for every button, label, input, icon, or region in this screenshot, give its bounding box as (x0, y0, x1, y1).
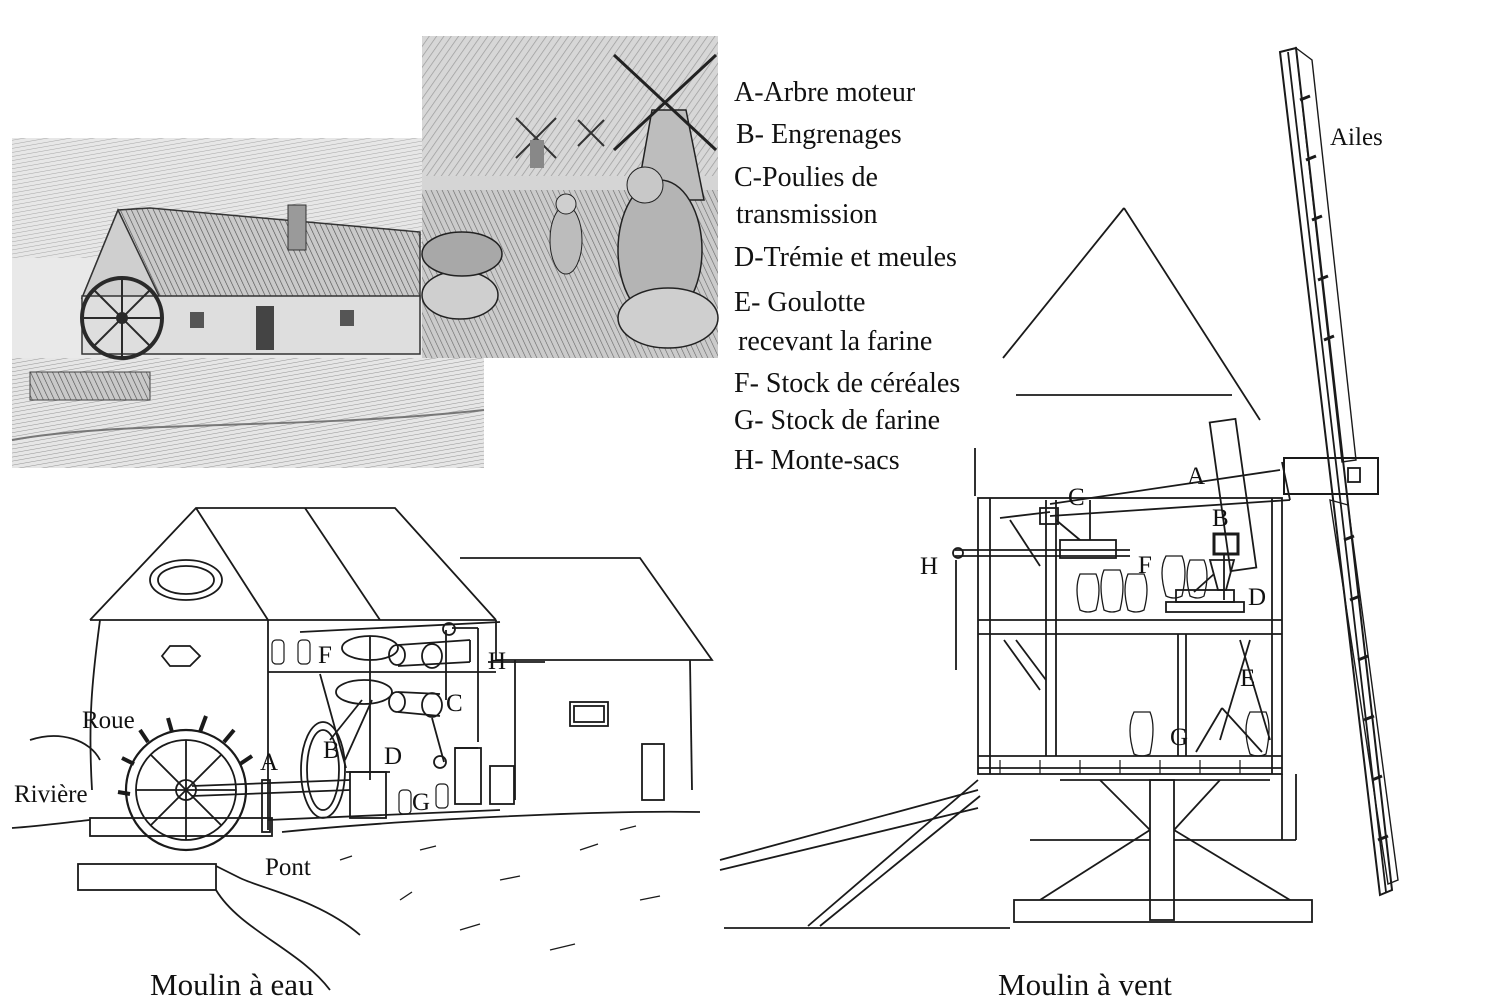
legend-item-f: F- Stock de céréales (734, 368, 960, 399)
legend-item-e: E- Goulotte (734, 287, 865, 318)
wind-label-a: A (1187, 463, 1205, 490)
legend-item-b: B- Engrenages (736, 119, 902, 150)
wind-label-e: E (1240, 665, 1255, 692)
water-mill-title: Moulin à eau (150, 967, 314, 1002)
water-label-h: H (488, 648, 506, 675)
label-roue: Roue (82, 707, 135, 734)
water-label-g: G (412, 789, 430, 816)
label-pont: Pont (265, 854, 311, 881)
water-label-f: F (318, 642, 332, 669)
wind-label-f: F (1138, 552, 1152, 579)
water-mill-labels: Roue Rivière Pont A B C D F G H Moulin à… (14, 642, 506, 1002)
legend-item-e-cont: recevant la farine (738, 326, 932, 357)
legend: A-Arbre moteur B- Engrenages C-Poulies d… (734, 77, 960, 476)
label-riviere: Rivière (14, 781, 88, 808)
wind-label-c: C (1068, 484, 1085, 511)
wind-label-d: D (1248, 584, 1266, 611)
water-mill-drawing (11, 507, 714, 991)
legend-item-d: D-Trémie et meules (734, 242, 957, 273)
legend-item-g: G- Stock de farine (734, 405, 940, 436)
wind-label-b: B (1212, 505, 1229, 532)
legend-item-h: H- Monte-sacs (734, 445, 900, 476)
windmill-drawing (719, 46, 1399, 929)
water-label-d: D (384, 743, 402, 770)
legend-item-a: A-Arbre moteur (734, 77, 916, 108)
legend-item-c-cont: transmission (736, 199, 878, 230)
legend-item-c: C-Poulies de (734, 162, 878, 193)
windmill-miller-engraving (421, 36, 719, 358)
water-mill-engraving (11, 138, 485, 468)
water-label-c: C (446, 690, 463, 717)
label-ailes: Ailes (1330, 124, 1383, 151)
windmill-labels: Ailes A B C D E F G H Moulin à vent (920, 124, 1383, 1002)
windmill-title: Moulin à vent (998, 967, 1172, 1002)
water-label-a: A (260, 749, 278, 776)
wind-label-h: H (920, 553, 938, 580)
water-label-b: B (323, 737, 340, 764)
wind-label-g: G (1170, 724, 1188, 751)
